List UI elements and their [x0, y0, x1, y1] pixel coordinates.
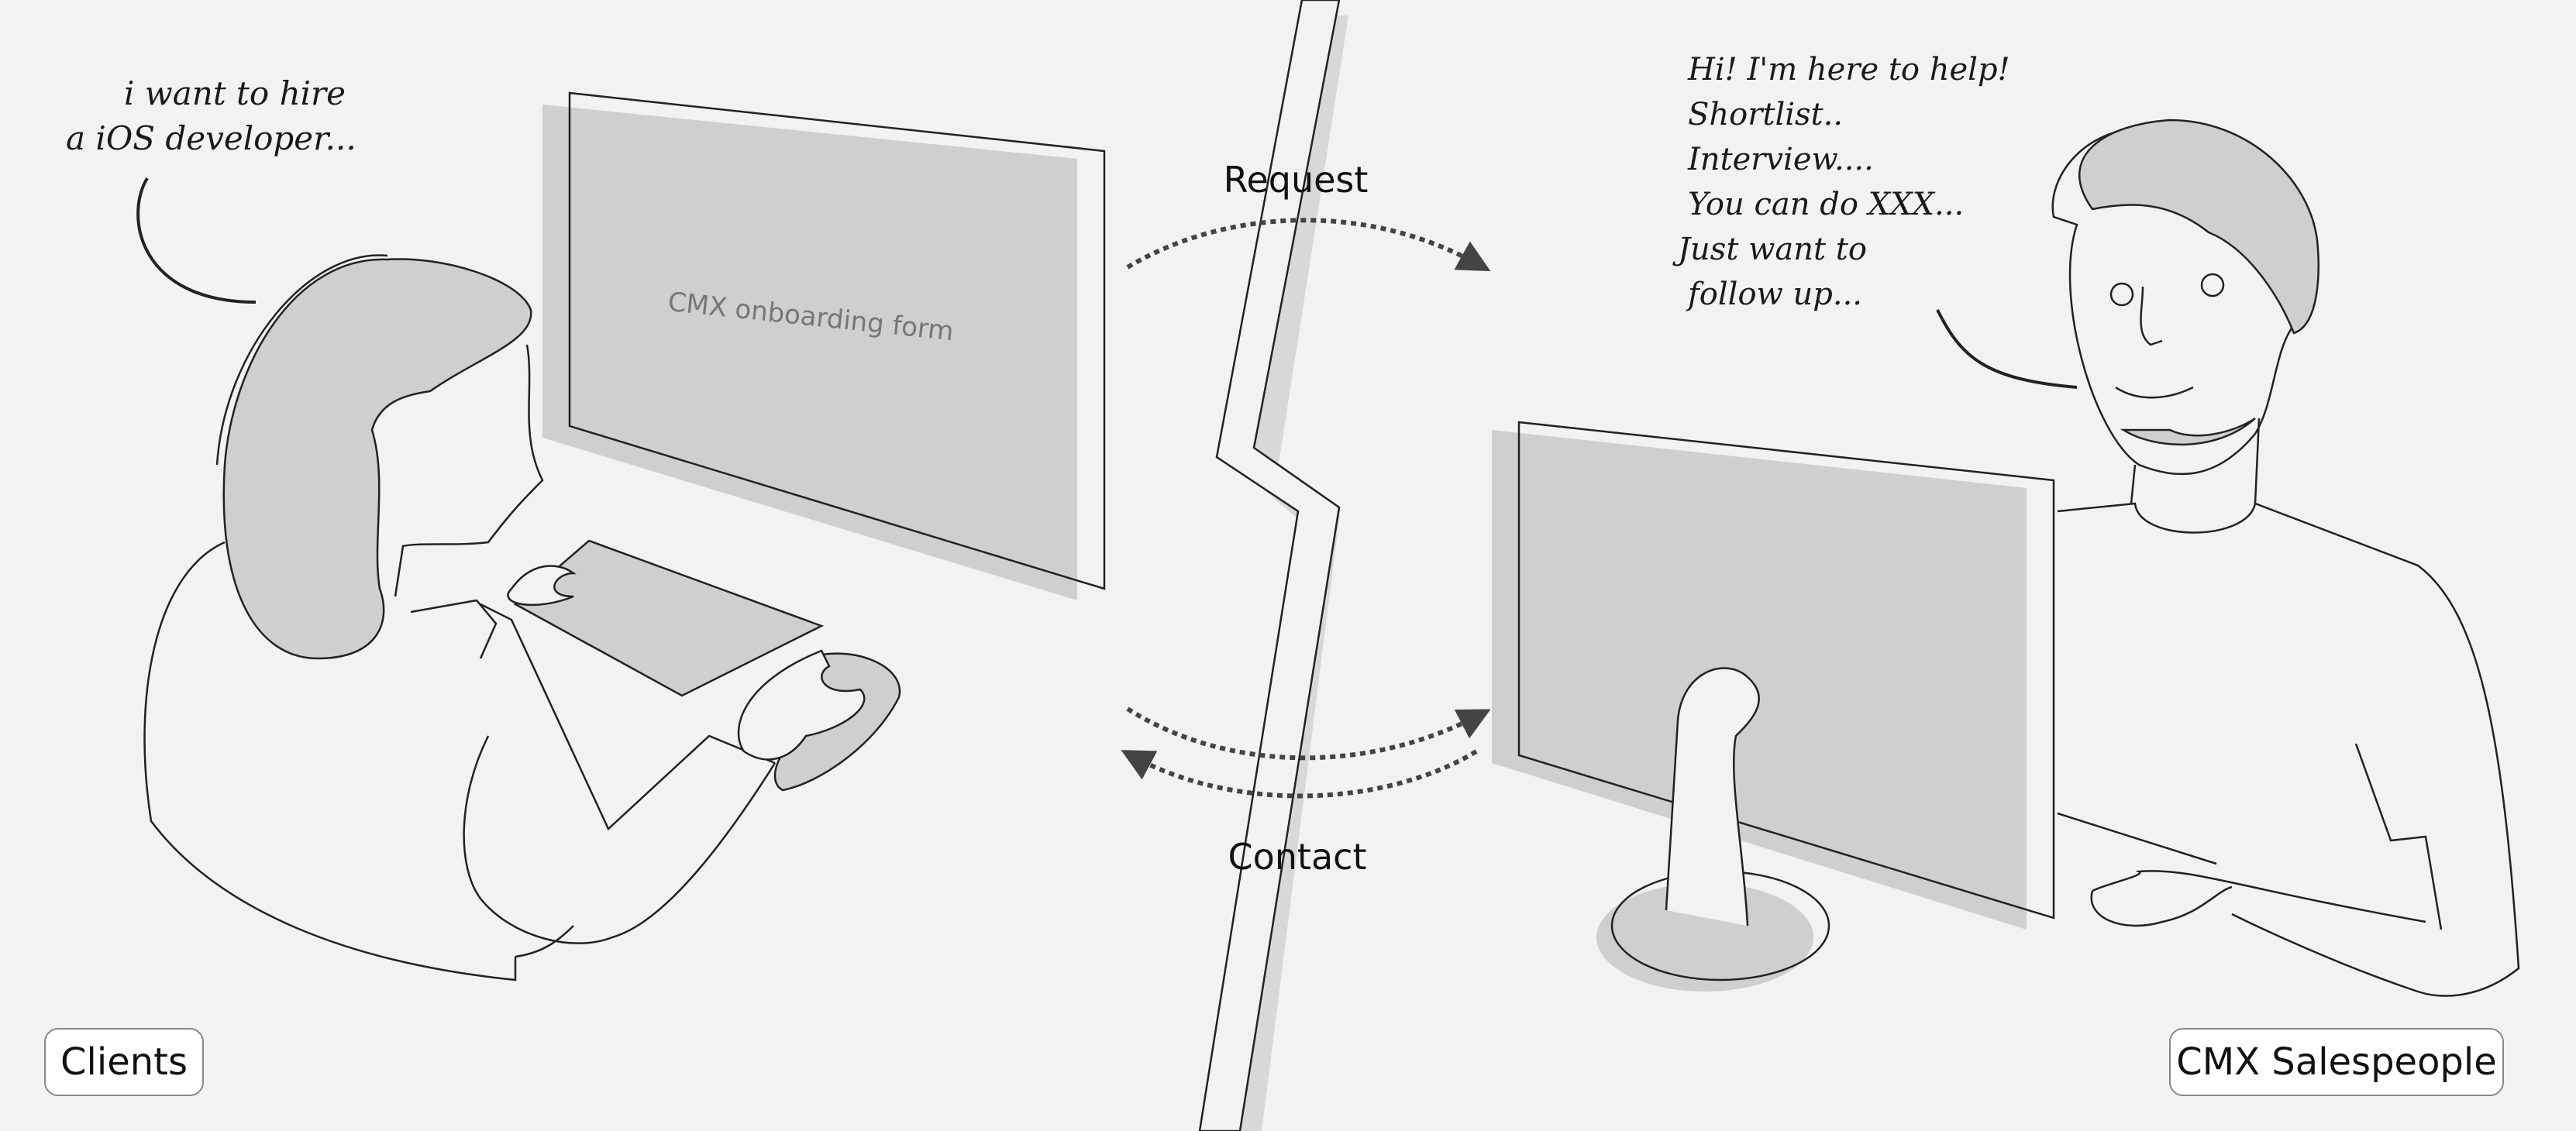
client-hair — [222, 258, 532, 660]
contact-arrow-back — [1121, 749, 1478, 799]
salespeople-label: CMX Salespeople — [2169, 1028, 2504, 1096]
client-monitor — [568, 91, 1106, 590]
salesperson-figure — [1492, 119, 2520, 997]
sales-speech-line: Just want to — [1672, 232, 1867, 267]
sales-speech-line: follow up... — [1686, 277, 1862, 312]
sales-speech-line: You can do XXX... — [1688, 187, 1964, 222]
salesperson-monitor-shadow — [1492, 430, 2027, 930]
clients-label: Clients — [44, 1028, 204, 1096]
sales-speech-line: Hi! I'm here to help! — [1687, 52, 2010, 88]
contact-arrow-out — [1126, 706, 1491, 761]
client-keyboard — [513, 539, 825, 697]
client-speech: i want to hire a iOS developer... — [66, 74, 356, 157]
salesperson-monitor — [1517, 421, 2055, 920]
client-body — [143, 541, 574, 981]
sales-speech-line: Interview.... — [1687, 142, 1874, 177]
sales-speech-line: Shortlist.. — [1688, 97, 1843, 132]
divider-crack — [1198, 0, 1348, 1131]
salesperson-body — [2057, 502, 2520, 997]
client-figure — [136, 91, 1106, 981]
flow-arrows — [1121, 218, 1491, 799]
client-speech-line: i want to hire — [124, 74, 346, 112]
request-label: Request — [1224, 159, 1369, 201]
salesperson-hair — [2078, 119, 2319, 335]
client-monitor-shadow — [542, 105, 1077, 600]
client-speech-line: a iOS developer... — [66, 119, 356, 157]
sales-speech: Hi! I'm here to help! Shortlist.. Interv… — [1672, 52, 2020, 312]
contact-label: Contact — [1228, 836, 1367, 878]
